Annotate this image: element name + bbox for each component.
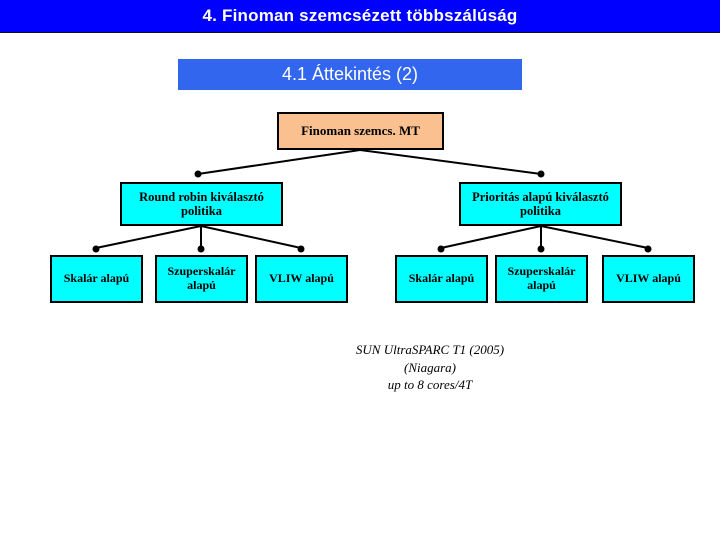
diagram-caption-line-2: (Niagara) [404, 359, 456, 375]
diagram-leaf-right-vliw-label: VLIW alapú [616, 271, 681, 286]
diagram-node-priority-label: Prioritás alapú kiválasztó politika [472, 189, 609, 218]
slide-header-band: 4. Finoman szemcsézett többszálúság [0, 0, 720, 33]
page-title: 4. Finoman szemcsézett többszálúság [202, 6, 518, 25]
diagram-leaf-right-skalar-label: Skalár alapú [408, 271, 475, 286]
diagram-node-root-label: Finoman szemcs. MT [301, 122, 420, 138]
diagram-leaf-right-szuperskalar-label: Szuperskalár alapú [507, 264, 576, 292]
diagram-leaf-right-skalar[interactable]: Skalár alapú [395, 255, 488, 303]
connector-right-to-skalar [440, 225, 542, 249]
diagram-caption: SUN UltraSPARC T1 (2005) (Niagara) up to… [280, 341, 580, 394]
connector-root-to-roundrobin [197, 149, 361, 175]
diagram-caption-line-1: SUN UltraSPARC T1 (2005) [355, 342, 505, 357]
diagram-leaf-left-vliw-label: VLIW alapú [269, 271, 334, 286]
slide-subtitle: 4.1 Áttekintés (2) [281, 64, 419, 84]
connector-dot-szuperskalar-left [197, 245, 205, 253]
diagram-node-priority[interactable]: Prioritás alapú kiválasztó politika [459, 182, 622, 226]
connector-left-to-vliw [200, 225, 302, 249]
diagram-leaf-left-vliw[interactable]: VLIW alapú [255, 255, 348, 303]
connector-dot-vliw-right [644, 245, 652, 253]
connector-left-to-skalar [95, 225, 202, 249]
diagram-leaf-left-szuperskalar[interactable]: Szuperskalár alapú [155, 255, 248, 303]
diagram-caption-line-3: up to 8 cores/4T [387, 377, 473, 393]
diagram-node-round-robin[interactable]: Round robin kiválasztó politika [120, 182, 283, 226]
connector-root-to-priority [359, 149, 542, 175]
connector-dot-roundrobin [194, 170, 202, 178]
diagram-node-root[interactable]: Finoman szemcs. MT [277, 112, 444, 150]
diagram-node-round-robin-label: Round robin kiválasztó politika [139, 189, 264, 218]
connector-dot-skalar-left [92, 245, 100, 253]
connector-right-to-vliw [540, 225, 649, 249]
diagram-leaf-right-szuperskalar[interactable]: Szuperskalár alapú [495, 255, 588, 303]
diagram-leaf-left-skalar[interactable]: Skalár alapú [50, 255, 143, 303]
diagram-leaf-left-skalar-label: Skalár alapú [63, 271, 130, 286]
connector-dot-priority [537, 170, 545, 178]
diagram-leaf-left-szuperskalar-label: Szuperskalár alapú [167, 264, 236, 292]
connector-dot-vliw-left [297, 245, 305, 253]
slide-subtitle-bar: 4.1 Áttekintés (2) [178, 59, 522, 90]
connector-dot-skalar-right [437, 245, 445, 253]
diagram-leaf-right-vliw[interactable]: VLIW alapú [602, 255, 695, 303]
connector-dot-szuperskalar-right [537, 245, 545, 253]
